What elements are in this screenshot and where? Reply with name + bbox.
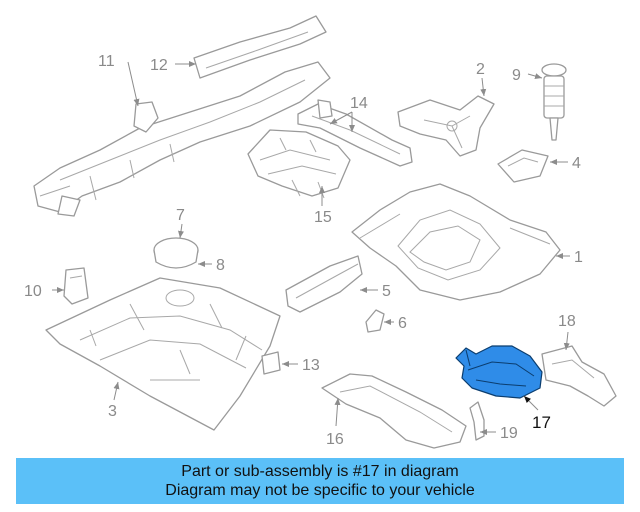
callout-12[interactable]: 12 xyxy=(150,57,168,74)
callout-3[interactable]: 3 xyxy=(108,403,117,420)
callout-1[interactable]: 1 xyxy=(574,249,583,266)
callout-17[interactable]: 17 xyxy=(532,413,551,432)
callout-11[interactable]: 11 xyxy=(98,53,115,70)
part-13-plate[interactable] xyxy=(261,351,281,375)
part-18-panel[interactable] xyxy=(541,345,617,407)
callout-19[interactable]: 19 xyxy=(500,425,518,442)
part-10-bracket[interactable] xyxy=(63,267,89,305)
part-8-plug[interactable] xyxy=(153,237,199,269)
part-14-bracket[interactable] xyxy=(297,99,413,167)
callout-18[interactable]: 18 xyxy=(558,313,576,330)
callout-10[interactable]: 10 xyxy=(24,283,42,300)
part-6-clip[interactable] xyxy=(365,309,385,333)
banner-line-2: Diagram may not be specific to your vehi… xyxy=(165,482,475,499)
callout-9[interactable]: 9 xyxy=(512,67,521,84)
part-1-tire-well[interactable] xyxy=(351,183,561,301)
part-12-upper-rail[interactable] xyxy=(193,15,327,79)
callout-15[interactable]: 15 xyxy=(314,209,332,226)
part-17-highlighted[interactable] xyxy=(455,345,543,399)
callout-2[interactable]: 2 xyxy=(476,61,485,78)
part-2-bracket[interactable] xyxy=(397,95,495,157)
part-9-strut[interactable] xyxy=(541,63,567,141)
part-11-frame-rail[interactable] xyxy=(33,61,331,217)
part-4-plate[interactable] xyxy=(497,149,549,183)
callout-4[interactable]: 4 xyxy=(572,155,581,172)
info-banner: Part or sub-assembly is #17 in diagram D… xyxy=(16,458,624,504)
callout-16[interactable]: 16 xyxy=(326,431,344,448)
callout-8[interactable]: 8 xyxy=(216,257,225,274)
callout-5[interactable]: 5 xyxy=(382,283,391,300)
callout-13[interactable]: 13 xyxy=(302,357,320,374)
banner-line-1: Part or sub-assembly is #17 in diagram xyxy=(181,463,459,480)
callouts: 11 12 14 2 9 4 1 15 7 8 10 5 6 13 3 16 1… xyxy=(24,53,583,448)
part-3-floor-pan[interactable] xyxy=(45,277,281,431)
part-5-rail-section[interactable] xyxy=(285,255,363,313)
callout-7[interactable]: 7 xyxy=(176,207,185,224)
part-15-crossmember[interactable] xyxy=(247,129,351,199)
part-16-crossmember[interactable] xyxy=(321,373,467,449)
callout-14[interactable]: 14 xyxy=(350,95,368,112)
part-19-bracket[interactable] xyxy=(469,401,485,441)
leader-lines xyxy=(52,61,570,435)
callout-6[interactable]: 6 xyxy=(398,315,407,332)
